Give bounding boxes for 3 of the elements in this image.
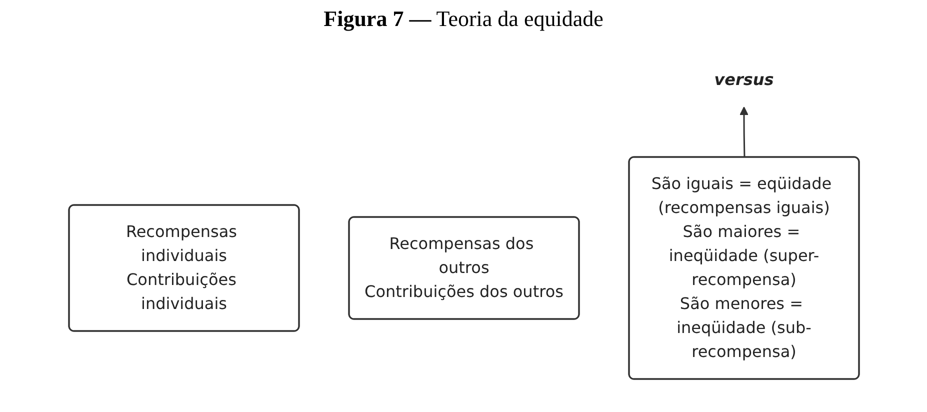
node-text: versus bbox=[714, 70, 774, 89]
figure-title: Figura 7 — Teoria da equidade bbox=[322, 6, 604, 32]
arrow bbox=[739, 106, 748, 158]
